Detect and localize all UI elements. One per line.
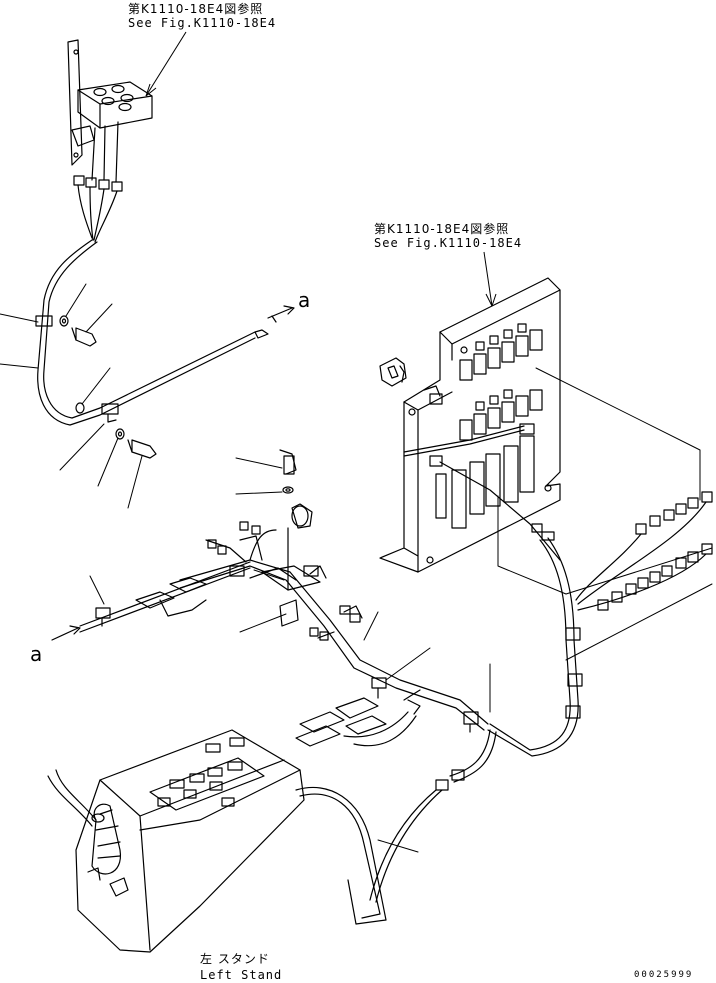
reference-label-2-en: See Fig.K1110-18E4 [374, 236, 523, 250]
switch-box-assembly [67, 39, 153, 183]
right-harness [487, 523, 583, 757]
right-connectors [575, 491, 713, 611]
leader-lines-center [363, 611, 491, 853]
part-number: 00025999 [634, 970, 694, 980]
relay-panel [379, 277, 561, 573]
reference-label-1-jp: 第K1110-18E4図参照 [128, 2, 264, 16]
switch-wires [73, 175, 123, 243]
left-stand-console [47, 729, 305, 953]
connection-mark-a-top: a [298, 288, 311, 312]
arrow-a-top [267, 305, 295, 323]
connection-mark-a-bottom: a [30, 642, 43, 666]
reference-label-2-jp: 第K1110-18E4図参照 [374, 222, 510, 236]
leader-lines-left [0, 283, 287, 633]
central-clamp-bracket [261, 449, 321, 627]
reference-label-1-en: See Fig.K1110-18E4 [128, 16, 277, 30]
left-harness [35, 239, 269, 426]
left-fasteners [59, 315, 157, 459]
arrow-a-bottom [51, 561, 251, 641]
stand-label-jp: 左 スタンド [200, 952, 270, 966]
small-relay-block [379, 357, 407, 387]
lower-connectors [295, 689, 421, 747]
stand-label-en: Left Stand [200, 968, 283, 982]
central-harness [135, 521, 489, 733]
stand-harness [295, 729, 497, 925]
